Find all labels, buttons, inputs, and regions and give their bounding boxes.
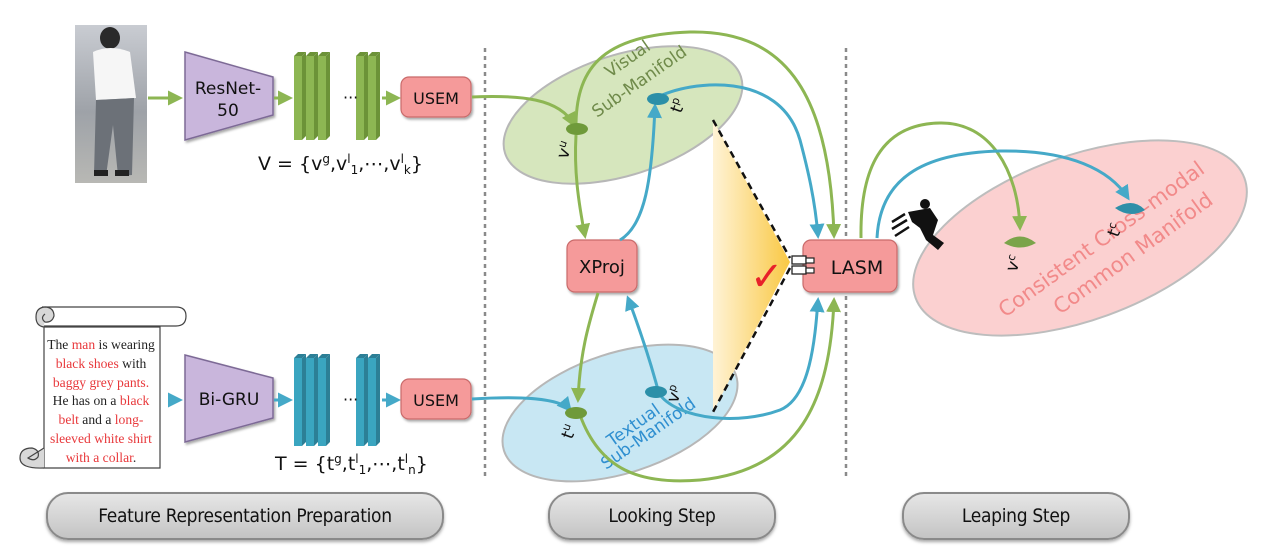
feature-map-side (376, 52, 380, 140)
feature-map-side (302, 354, 306, 446)
arrow-vu-to-xproj (573, 134, 591, 239)
description-line: The man is wearing (36, 336, 166, 355)
feature-map-side (302, 52, 306, 140)
arrow-usem-v-to-vu (471, 95, 576, 128)
textual-sub-manifold (501, 343, 739, 483)
stage-feature-representation: Feature Representation Preparation (46, 492, 444, 540)
feature-map (306, 56, 314, 140)
plain-phrase: is wearing (95, 337, 155, 352)
point-vp (645, 386, 667, 398)
plain-phrase: and a (78, 412, 115, 428)
visual-sub-manifold (502, 45, 744, 185)
description-line: with a collar. (36, 449, 166, 468)
arrow-tu-to-lasm-bottom (578, 297, 842, 483)
arrow-tp-to-lasm (655, 83, 825, 239)
point-vc (1004, 236, 1036, 248)
runner-icon (891, 199, 944, 250)
arrow-xproj-to-tu (570, 292, 600, 403)
feature-map (318, 358, 326, 446)
highlighted-phrase: baggy grey pants. (52, 374, 150, 390)
point-tp (647, 93, 669, 105)
description-line: sleeved white shirt (36, 430, 166, 449)
highlighted-phrase: belt (58, 412, 79, 428)
usem-visual-box (400, 76, 472, 118)
feature-map-side (326, 354, 330, 446)
arrow-lasm-to-vc (859, 121, 1028, 239)
highlighted-phrase: man (71, 337, 96, 352)
feature-map-side (376, 354, 380, 446)
highlighted-phrase: black (119, 393, 150, 409)
bigru-label: Bi-GRU (199, 390, 260, 410)
point-vu (566, 123, 588, 135)
plain-phrase: He has on a (52, 393, 120, 409)
visual-set-label: V = {vg,vl1,⋯,vlk} (258, 152, 423, 177)
text-scroll (19, 306, 187, 469)
plain-phrase: The (47, 337, 72, 352)
arrow-xproj-to-tp (619, 103, 663, 242)
feature-map (368, 56, 376, 140)
lasm-label: LASM (831, 257, 883, 279)
usem-text-label: USEM (413, 391, 459, 410)
ellipsis: ··· (343, 88, 358, 107)
point-tu (565, 407, 587, 419)
cone-edge-bottom (711, 267, 792, 413)
cone-edge-top (711, 119, 792, 259)
description-line: belt and a long- (36, 411, 166, 430)
xproj-label: XProj (579, 257, 625, 278)
usem-visual-label: USEM (413, 89, 459, 108)
visual-feature-stack (294, 52, 380, 140)
feature-map-side (314, 354, 318, 446)
bigru-encoder (184, 354, 274, 443)
feature-map (318, 56, 326, 140)
resnet-label-2: 50 (217, 101, 239, 121)
text-feature-stack (294, 354, 380, 446)
description-line: baggy grey pants. (36, 374, 166, 393)
feature-map (356, 358, 364, 446)
arrow-lasm-to-tc (875, 149, 1130, 239)
description-line: He has on a black (36, 392, 166, 411)
plug-icon (791, 255, 815, 275)
feature-map (356, 56, 364, 140)
plain-phrase: . (132, 449, 137, 465)
xproj-box (566, 239, 638, 293)
arrow-vp-to-lasm (658, 297, 825, 420)
highlighted-phrase: sleeved white shirt (50, 430, 152, 446)
stage-leaping-step: Leaping Step (902, 492, 1130, 540)
resnet-encoder (184, 51, 274, 141)
pedestrian-image (75, 25, 147, 183)
usem-text-box (400, 378, 472, 420)
feature-map (294, 56, 302, 140)
feature-map (306, 358, 314, 446)
arrow-vp-to-xproj (625, 295, 660, 391)
feature-map (368, 358, 376, 446)
description-line: black shoes with (36, 355, 166, 374)
point-tc (1115, 202, 1145, 215)
feature-map-side (364, 52, 368, 140)
feature-map (294, 358, 302, 446)
arrow-vu-to-lasm-top (574, 30, 842, 239)
check-mark-icon: ✓ (750, 254, 784, 300)
stage-looking-step: Looking Step (548, 492, 776, 540)
highlighted-phrase: with a collar (65, 449, 133, 465)
feature-map-side (364, 354, 368, 446)
arrow-usem-t-to-tu (471, 395, 572, 413)
ellipsis: ··· (343, 390, 358, 409)
plain-phrase: with (118, 355, 147, 371)
feature-map-side (326, 52, 330, 140)
highlighted-phrase: black shoes (55, 355, 119, 371)
resnet-label-1: ResNet- (195, 79, 261, 99)
feature-map-side (314, 52, 318, 140)
attention-cone (713, 120, 790, 412)
text-set-label: T = {tg,tl1,⋯,tln} (274, 452, 428, 477)
common-manifold (912, 139, 1248, 337)
highlighted-phrase: long- (114, 412, 144, 428)
